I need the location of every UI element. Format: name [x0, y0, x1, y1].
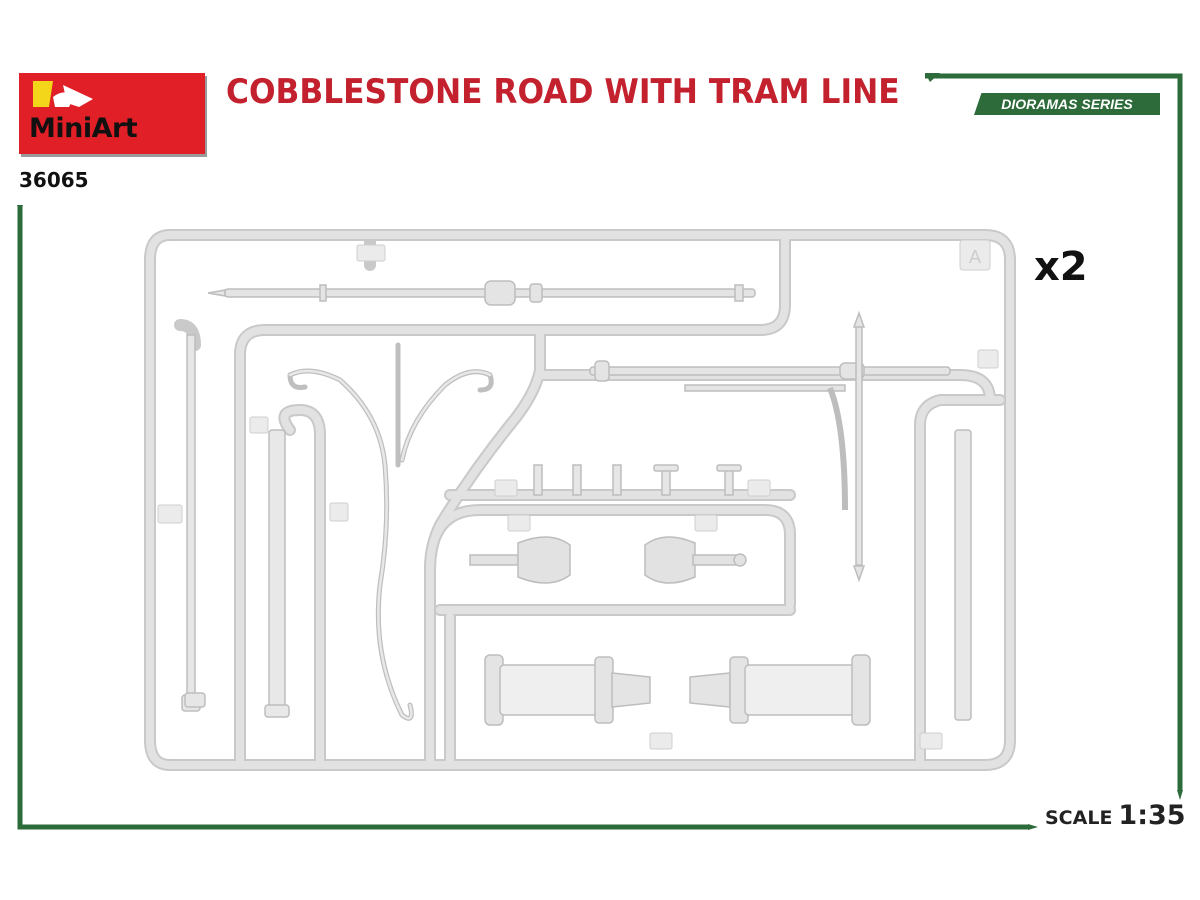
miniart-logo: MiniArt [19, 73, 205, 154]
part-lamp-heads [469, 536, 747, 584]
kit-number: 36065 [19, 168, 89, 192]
sprue-letter: A [969, 247, 982, 268]
part-column-left [264, 429, 290, 718]
part-number-tabs [157, 239, 999, 750]
quantity-label: x2 [1034, 244, 1088, 290]
logo-text: MiniArt [29, 113, 138, 144]
series-badge: DIORAMAS SERIES [974, 93, 1160, 115]
scale-value: 1:35 [1118, 800, 1186, 831]
part-lamp-arm [589, 310, 951, 583]
sprue-frame-a: A [144, 229, 1016, 771]
part-long-pole [207, 280, 756, 306]
page-title: COBBLESTONE ROAD WITH TRAM LINE [226, 72, 900, 112]
scale-label-text: SCALE [1045, 807, 1113, 829]
part-small-fittings [533, 464, 742, 496]
part-lanterns [484, 654, 871, 726]
part-left-rod [181, 334, 201, 712]
part-column-right [954, 429, 972, 721]
logo-emblem-icon [33, 81, 93, 107]
